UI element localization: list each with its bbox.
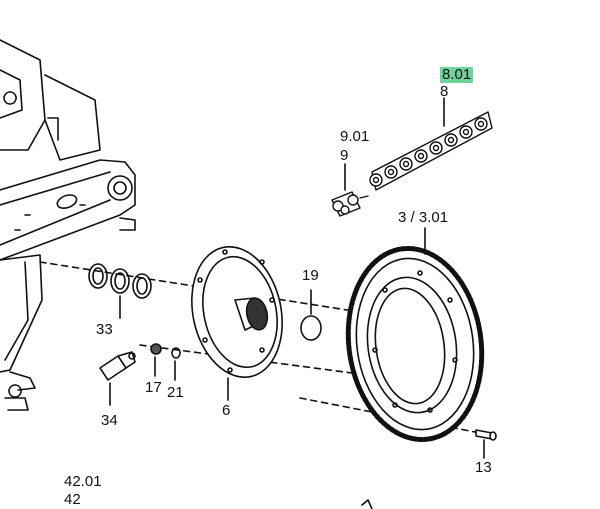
part-33-washers[interactable]	[88, 263, 152, 299]
label-42-01[interactable]: 42.01	[64, 473, 102, 490]
part-6-hub[interactable]	[180, 238, 294, 385]
part-8-chain[interactable]	[369, 111, 493, 191]
label-34[interactable]: 34	[101, 412, 118, 429]
label-3-3-01[interactable]: 3 / 3.01	[398, 209, 449, 226]
assembly-axis-upper	[39, 261, 361, 313]
label-6[interactable]: 6	[222, 402, 231, 419]
label-9[interactable]: 9	[340, 147, 349, 164]
part-34-bolt[interactable]	[99, 351, 136, 381]
label-8-01[interactable]: 8.01	[440, 66, 474, 83]
label-33[interactable]: 33	[96, 321, 113, 338]
label-17[interactable]: 17	[145, 379, 162, 396]
part-9-master-link[interactable]	[331, 191, 369, 217]
label-9-01[interactable]: 9.01	[340, 128, 370, 145]
part-partial-bottom	[361, 499, 373, 509]
label-21[interactable]: 21	[167, 384, 184, 401]
label-42[interactable]: 42	[64, 491, 81, 508]
frame-swingarm[interactable]	[0, 39, 136, 411]
part-13-bolt[interactable]	[475, 429, 497, 441]
part-19-o-ring[interactable]	[300, 315, 322, 341]
label-8[interactable]: 8	[440, 83, 449, 100]
part-3-sprocket[interactable]	[336, 240, 493, 449]
label-13[interactable]: 13	[475, 459, 492, 476]
label-19[interactable]: 19	[302, 267, 319, 284]
part-17-nut[interactable]	[150, 343, 162, 355]
part-21-washer[interactable]	[171, 347, 181, 359]
